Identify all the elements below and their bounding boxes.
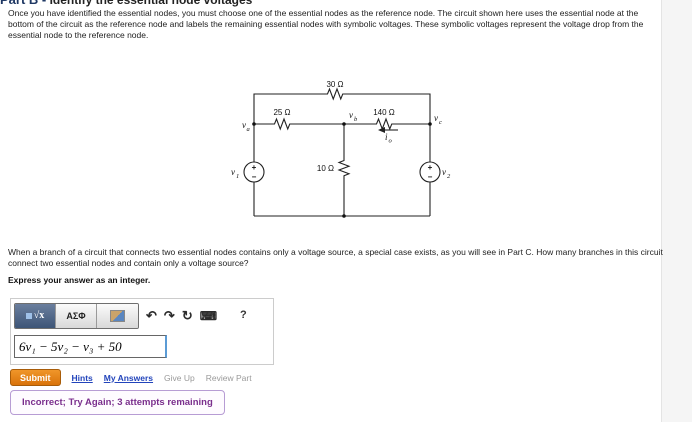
reset-button[interactable]: ↻ [182, 309, 193, 322]
submit-button[interactable]: Submit [10, 369, 61, 386]
equation-toolbar: √x ΑΣΦ ↶ ↷ ↻ ⌨ ? [14, 302, 247, 329]
source-v1-sub: 1 [236, 173, 239, 180]
current-io-arrow-head [378, 127, 385, 133]
reset-icon: ↻ [181, 308, 193, 323]
node-c-dot [428, 122, 432, 126]
intro-paragraph: Once you have identified the essential n… [8, 8, 644, 40]
question-text: When a branch of a circuit that connects… [8, 247, 663, 268]
answer-expression: 6v₁ − 5v₂ − v₃ + 50 [19, 338, 122, 354]
voltage-source-v1-circle [243, 161, 265, 183]
help-button[interactable]: ? [240, 310, 247, 321]
reference-node-dot [342, 214, 346, 218]
circuit-diagram: 30 Ω 25 Ω 140 Ω 10 Ω v a v b v c i o v 1… [222, 76, 452, 234]
feedback-message: Incorrect; Try Again; 3 attempts remaini… [10, 390, 225, 415]
answer-widget: √x ΑΣΦ ↶ ↷ ↻ ⌨ ? 6v₁ − 5v₂ − v₃ + 50 [10, 298, 274, 365]
undo-icon: ↶ [146, 308, 157, 323]
circuit-wires [243, 87, 441, 217]
greek-symbols-label: ΑΣΦ [66, 310, 86, 321]
v1-plus-sign: + [252, 163, 257, 172]
resistor-25-symbol [272, 117, 293, 131]
resistor-140-symbol [374, 117, 395, 131]
answer-format-instruction: Express your answer as an integer. [8, 275, 151, 285]
actions-row: Submit Hints My Answers Give Up Review P… [10, 369, 252, 386]
redo-button[interactable]: ↷ [164, 309, 175, 322]
hints-link[interactable]: Hints [71, 372, 93, 383]
wire-outer-left [253, 93, 325, 124]
v2-minus-sign: − [428, 173, 433, 182]
node-c-sub: c [439, 119, 442, 126]
node-a-sub: a [247, 126, 250, 133]
part-label: Part B - [0, 0, 46, 7]
template-square-icon [25, 312, 32, 319]
help-icon: ? [240, 309, 247, 321]
greek-symbols-button[interactable]: ΑΣΦ [56, 303, 97, 328]
resistor-10-symbol [337, 158, 351, 179]
source-v2-sub: 2 [447, 173, 451, 180]
review-part-link[interactable]: Review Part [205, 372, 252, 383]
part-heading-cropped: Part B - Identify the essential node vol… [0, 0, 400, 7]
current-io-sub: o [389, 138, 393, 145]
keyboard-icon: ⌨ [199, 308, 218, 323]
redo-icon: ↷ [163, 308, 175, 323]
keyboard-button[interactable]: ⌨ [200, 310, 217, 322]
source-v1-label: v [231, 167, 235, 177]
current-io-label: i [385, 132, 388, 142]
resistor-30-symbol [325, 87, 346, 101]
node-b-sub: b [354, 116, 358, 123]
node-dots [252, 122, 432, 218]
voltage-source-v2-circle [419, 161, 441, 183]
resistor-30-label: 30 Ω [326, 80, 343, 89]
v2-plus-sign: + [428, 163, 433, 172]
part-title: Identify the essential node voltages [49, 0, 253, 7]
resistor-25-label: 25 Ω [273, 108, 290, 117]
vector-button[interactable] [97, 303, 138, 328]
page-right-gutter [661, 0, 692, 422]
wire-outer-right [345, 93, 431, 124]
toolbar-button-group: √x ΑΣΦ [14, 302, 139, 329]
give-up-link[interactable]: Give Up [164, 372, 195, 383]
vector-icon [110, 309, 125, 322]
undo-button[interactable]: ↶ [146, 309, 157, 322]
source-v2-label: v [442, 167, 446, 177]
node-c-label: v [434, 113, 438, 123]
my-answers-link[interactable]: My Answers [103, 372, 154, 383]
answer-input[interactable]: 6v₁ − 5v₂ − v₃ + 50 [14, 335, 167, 358]
v1-minus-sign: − [252, 173, 257, 182]
part-heading: Part B - Identify the essential node vol… [0, 0, 400, 7]
node-b-label: v [349, 110, 353, 120]
radical-template-icon: √x [33, 310, 45, 321]
node-a-dot [252, 122, 256, 126]
circuit-svg: 30 Ω 25 Ω 140 Ω 10 Ω v a v b v c i o v 1… [231, 80, 451, 218]
resistor-140-label: 140 Ω [373, 108, 395, 117]
resistor-10-label: 10 Ω [317, 164, 334, 173]
node-b-dot [342, 122, 346, 126]
templates-button[interactable]: √x [15, 303, 56, 328]
node-a-label: v [242, 120, 246, 130]
